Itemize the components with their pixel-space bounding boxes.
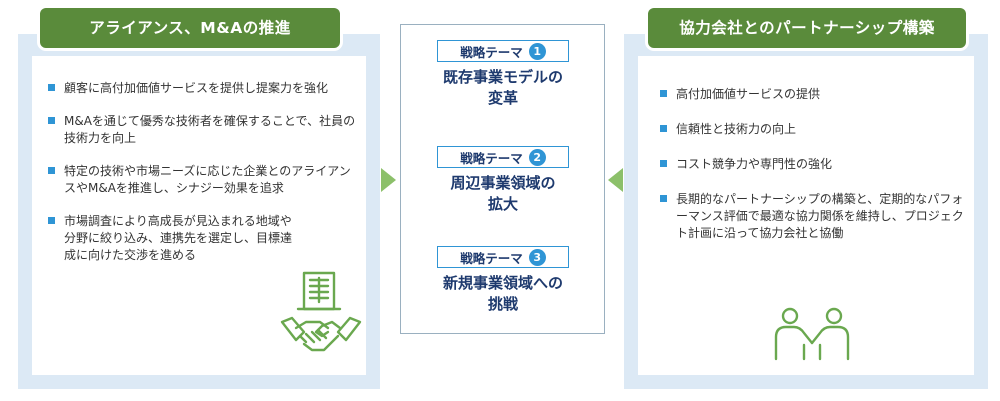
square-bullet-icon [48, 167, 55, 174]
square-bullet-icon [660, 160, 667, 167]
square-bullet-icon [48, 117, 55, 124]
theme-number-badge: 1 [528, 42, 546, 60]
list-item: コスト競争力や専門性の強化 [660, 156, 970, 173]
square-bullet-icon [48, 217, 55, 224]
theme-title: 新規事業領域への挑戦 [442, 274, 563, 313]
arrow-right-icon [381, 168, 396, 192]
theme-number-badge: 3 [528, 248, 546, 266]
list-item: 長期的なパートナーシップの構築と、定期的なパフォーマンス評価で最適な協力関係を維… [660, 191, 970, 242]
list-item: 高付加価値サービスの提供 [660, 86, 970, 103]
alliance-header: アライアンス、M&Aの推進 [40, 8, 340, 48]
theme-title: 既存事業モデルの変革 [442, 68, 563, 107]
square-bullet-icon [660, 125, 667, 132]
people-handshake-icon [764, 305, 864, 367]
alliance-list: 顧客に高付加価値サービスを提供し提案力を強化 M&Aを通じて優秀な技術者を確保す… [48, 80, 360, 280]
square-bullet-icon [660, 195, 667, 202]
list-item: M&Aを通じて優秀な技術者を確保することで、社員の技術力を向上 [48, 113, 360, 147]
strategy-themes-box [400, 24, 605, 334]
theme-number-badge: 2 [528, 148, 546, 166]
partnership-panel [624, 34, 988, 389]
theme-title: 周辺事業領域の拡大 [450, 174, 556, 213]
alliance-panel [18, 34, 380, 389]
building-handshake-icon [276, 270, 366, 366]
square-bullet-icon [48, 84, 55, 91]
list-item: 特定の技術や市場ニーズに応じた企業とのアライアンスやM&Aを推進し、シナジー効果… [48, 163, 360, 197]
partnership-header: 協力会社とのパートナーシップ構築 [648, 8, 966, 48]
list-item: 信頼性と技術力の向上 [660, 121, 970, 138]
list-item: 顧客に高付加価値サービスを提供し提案力を強化 [48, 80, 360, 97]
arrow-left-icon [608, 168, 623, 192]
list-item: 市場調査により高成長が見込まれる地域や分野に絞り込み、連携先を選定し、目標達成に… [48, 213, 360, 264]
square-bullet-icon [660, 90, 667, 97]
partnership-panel-body [638, 56, 974, 375]
partnership-list: 高付加価値サービスの提供 信頼性と技術力の向上 コスト競争力や専門性の強化 長期… [660, 86, 970, 260]
